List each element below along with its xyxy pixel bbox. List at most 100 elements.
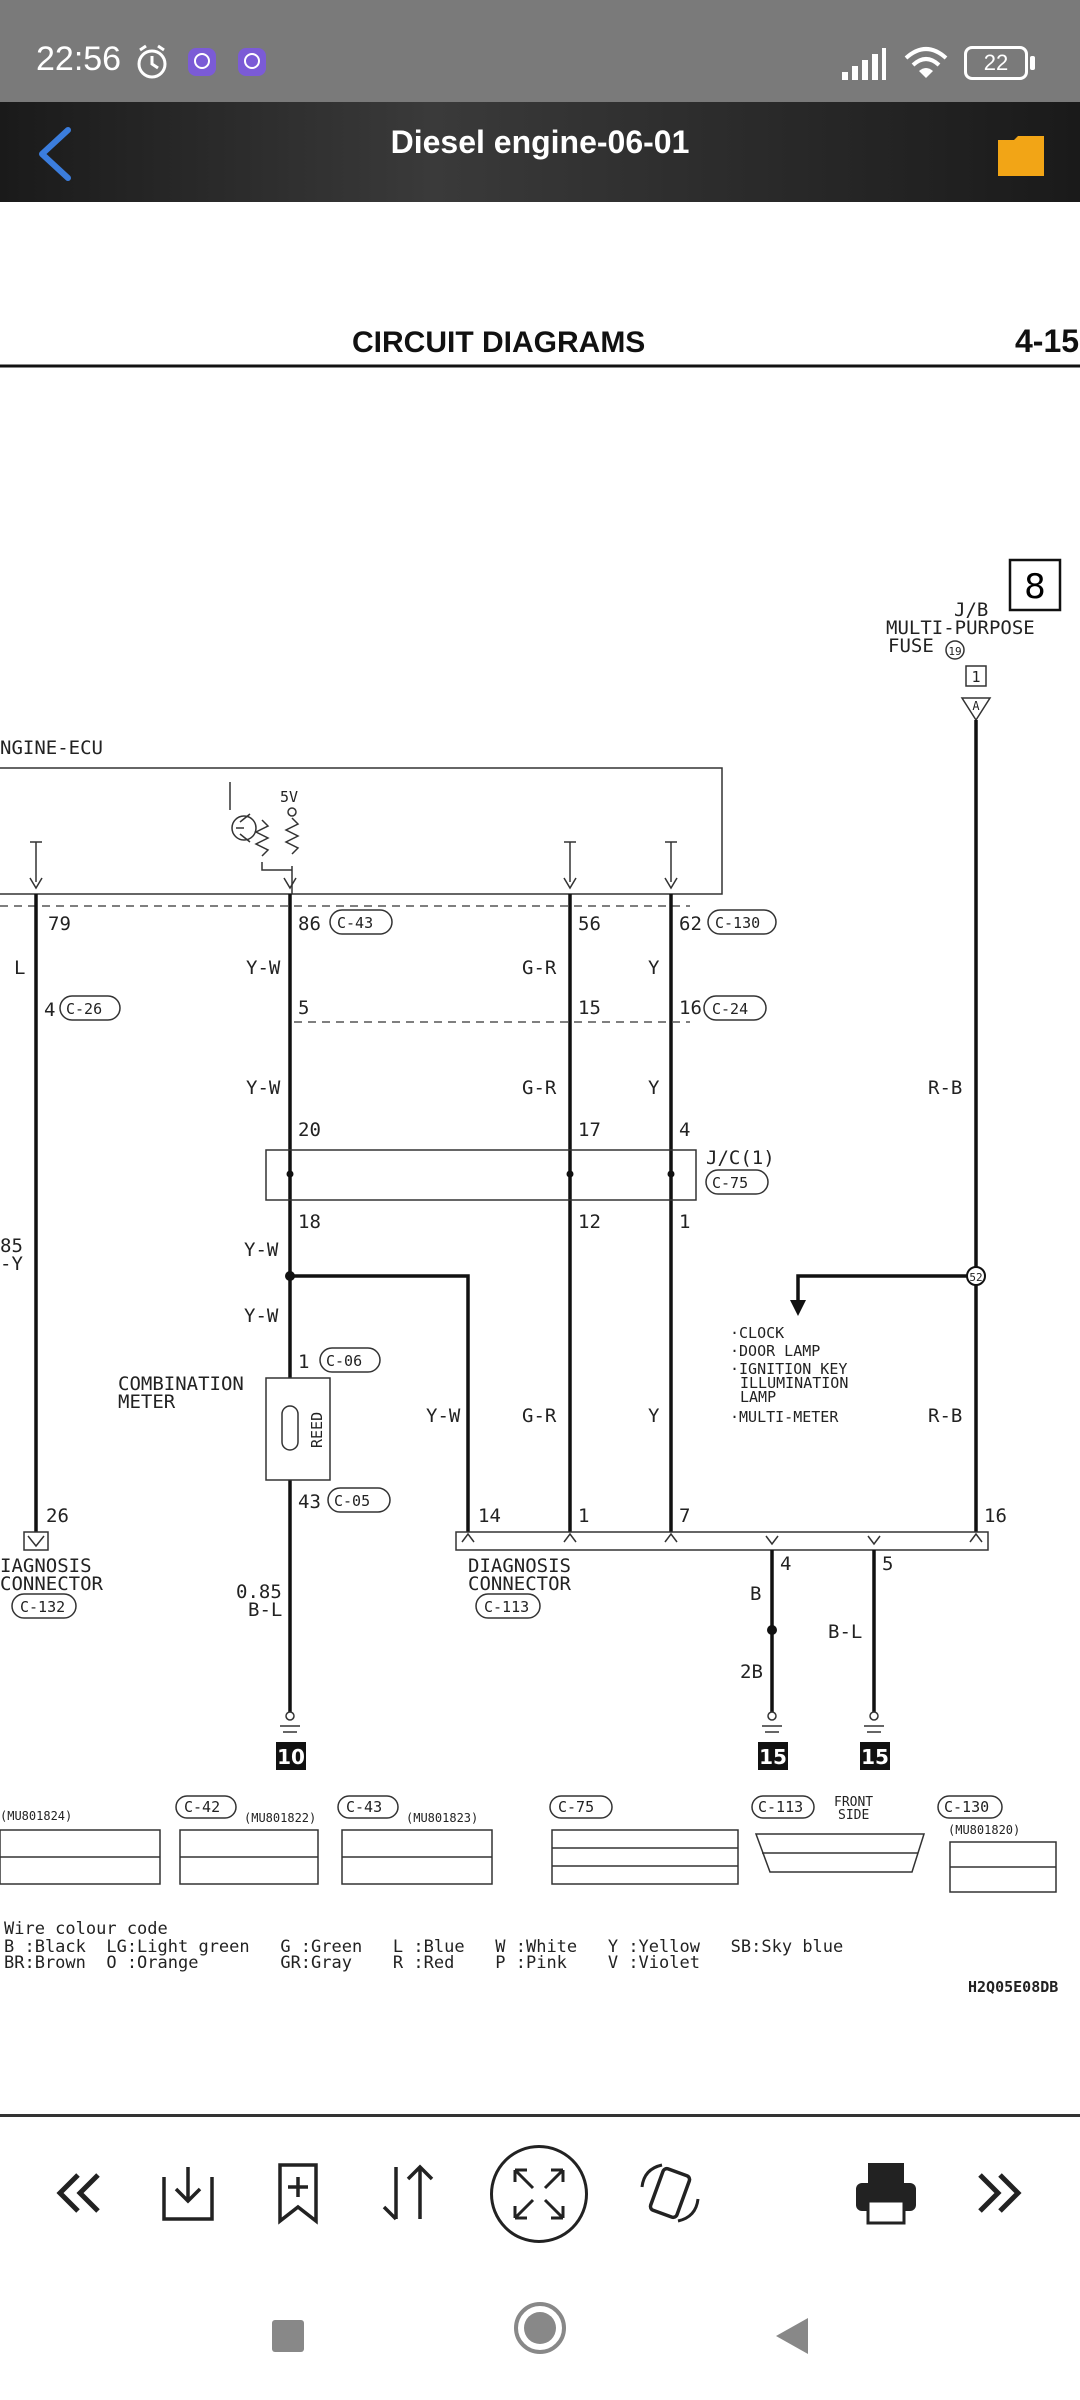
wire-label-yw-4: Y-W: [244, 1305, 279, 1327]
note-ignition-key: ·IGNITION KEY: [730, 1360, 847, 1378]
front-side-label-2: SIDE: [838, 1808, 869, 1823]
wire-yw-branch: [290, 1274, 470, 1532]
download-icon[interactable]: [152, 2157, 224, 2229]
jc-label: J/C(1): [706, 1147, 775, 1169]
bottom-toolbar: [0, 2114, 1080, 2274]
print-icon[interactable]: [850, 2157, 922, 2229]
sort-icon[interactable]: [372, 2157, 444, 2229]
diag-conn-left-2: CONNECTOR: [0, 1573, 104, 1595]
pin-43: 43: [298, 1491, 321, 1513]
pin-14: 14: [478, 1505, 501, 1527]
color-code-line-1: B :Black LG:Light green G :Green L :Blue…: [4, 1937, 843, 1957]
fuse-box-number-frame: [1008, 558, 1062, 612]
splice-52: 52: [969, 1271, 982, 1284]
connector-c75: C-75: [712, 1174, 748, 1192]
pin-4b: 4: [679, 1119, 690, 1141]
connector-c24: C-24: [712, 1000, 748, 1018]
diag-conn-right-1: DIAGNOSIS: [468, 1555, 571, 1577]
pin-56: 56: [578, 913, 601, 935]
last-page-icon[interactable]: [962, 2157, 1034, 2229]
pin-15: 15: [578, 997, 601, 1019]
svg-text:15: 15: [861, 1745, 889, 1769]
connector-c132: C-132: [20, 1598, 65, 1616]
connector-c113: C-113: [484, 1598, 529, 1616]
pin-7: 7: [679, 1505, 690, 1527]
pin-box-1: [965, 665, 987, 687]
viber-icon: [188, 48, 216, 76]
part-mu801824: (MU801824): [0, 1809, 72, 1823]
figure-code: H2Q05E08DB: [968, 1978, 1058, 1996]
ground-15a: 15: [758, 1711, 788, 1770]
connector-view-c43-label: C-43: [346, 1798, 382, 1816]
pin-20: 20: [298, 1119, 321, 1141]
recents-square-icon[interactable]: [260, 2308, 316, 2364]
wire-label-y-3: Y: [648, 1405, 660, 1427]
ground-10: 10: [276, 1711, 306, 1770]
connector-a-label: A: [972, 699, 980, 713]
combination-meter-label-1: COMBINATION: [118, 1373, 244, 1395]
ground-15b: 15: [860, 1711, 890, 1770]
wire-label-yw-2: Y-W: [246, 1077, 281, 1099]
note-multi-meter: ·MULTI-METER: [730, 1408, 839, 1426]
pin-5: 5: [298, 997, 309, 1019]
bookmark-add-icon[interactable]: [262, 2157, 334, 2229]
junction-connector-box: [265, 1149, 697, 1201]
wifi-icon: [904, 47, 948, 78]
page-number: 4-15: [1015, 323, 1079, 359]
folder-icon[interactable]: [996, 132, 1046, 178]
signal-icon: [842, 48, 886, 80]
connector-view-c42-label: C-42: [184, 1798, 220, 1816]
wire-label-bl-2: B-L: [828, 1621, 862, 1643]
pin-16: 16: [679, 997, 702, 1019]
wire-label-yw-5: Y-W: [426, 1405, 461, 1427]
pin-16b: 16: [984, 1505, 1007, 1527]
wire-label-yw-1: Y-W: [246, 957, 281, 979]
jb-label: J/B: [954, 599, 988, 621]
fit-screen-button[interactable]: [490, 2145, 588, 2243]
pin-1c: 1: [578, 1505, 589, 1527]
wire-label-yw-3: Y-W: [244, 1239, 279, 1261]
diag-conn-right-2: CONNECTOR: [468, 1573, 572, 1595]
connector-c26: C-26: [66, 1000, 102, 1018]
part-mu801820: (MU801820): [948, 1823, 1020, 1837]
wire-label-ya: -Y: [0, 1253, 23, 1275]
wire-label-085a: 85: [0, 1235, 23, 1257]
ecu-5v-label: 5V: [280, 788, 298, 806]
wire-label-rb-2: R-B: [928, 1405, 962, 1427]
connector-view-c113: [754, 1833, 926, 1873]
connector-c130: C-130: [715, 914, 760, 932]
color-code-title: Wire colour code: [4, 1919, 168, 1939]
status-time: 22:56: [36, 40, 122, 78]
part-mu801823: (MU801823): [406, 1811, 478, 1825]
front-side-label-1: FRONT: [834, 1795, 873, 1810]
home-circle-icon[interactable]: [510, 2298, 570, 2358]
connector-c43: C-43: [337, 914, 373, 932]
ecu-label: NGINE-ECU: [0, 737, 103, 759]
pin-79: 79: [48, 913, 71, 935]
rotate-screen-icon[interactable]: [634, 2157, 706, 2229]
fuse-number: 19: [948, 645, 961, 658]
svg-text:10: 10: [277, 1745, 305, 1769]
note-lamp: LAMP: [740, 1388, 776, 1406]
connector-view-c113-label: C-113: [758, 1798, 803, 1816]
note-illumination: ILLUMINATION: [740, 1374, 848, 1392]
wire-label-y-1: Y: [648, 957, 660, 979]
app-bar: Diesel engine-06-01: [0, 102, 1080, 202]
combination-meter-label-2: METER: [118, 1391, 176, 1413]
diag-conn-left-1: IAGNOSIS: [0, 1555, 92, 1577]
back-arrow-icon[interactable]: [28, 124, 88, 184]
multi-purpose-label: MULTI-PURPOSE: [886, 617, 1035, 639]
connector-a-symbol: [960, 697, 992, 722]
first-page-icon[interactable]: [44, 2157, 116, 2229]
viber-icon-2: [238, 48, 266, 76]
connector-view-c130-label: C-130: [944, 1798, 989, 1816]
note-list: ·CLOCK ·DOOR LAMP ·IGNITION KEY ILLUMINA…: [730, 1324, 848, 1426]
back-triangle-icon[interactable]: [764, 2308, 820, 2364]
document-page[interactable]: .t { font-family:"DejaVu Sans Mono", mon…: [0, 202, 1080, 2114]
pin-1a: 1: [679, 1211, 690, 1233]
pin-17: 17: [578, 1119, 601, 1141]
fuse-box-number: 8: [1024, 567, 1046, 607]
pin-26: 26: [46, 1505, 69, 1527]
fuse-label: FUSE: [888, 635, 934, 657]
pin-62: 62: [679, 913, 702, 935]
